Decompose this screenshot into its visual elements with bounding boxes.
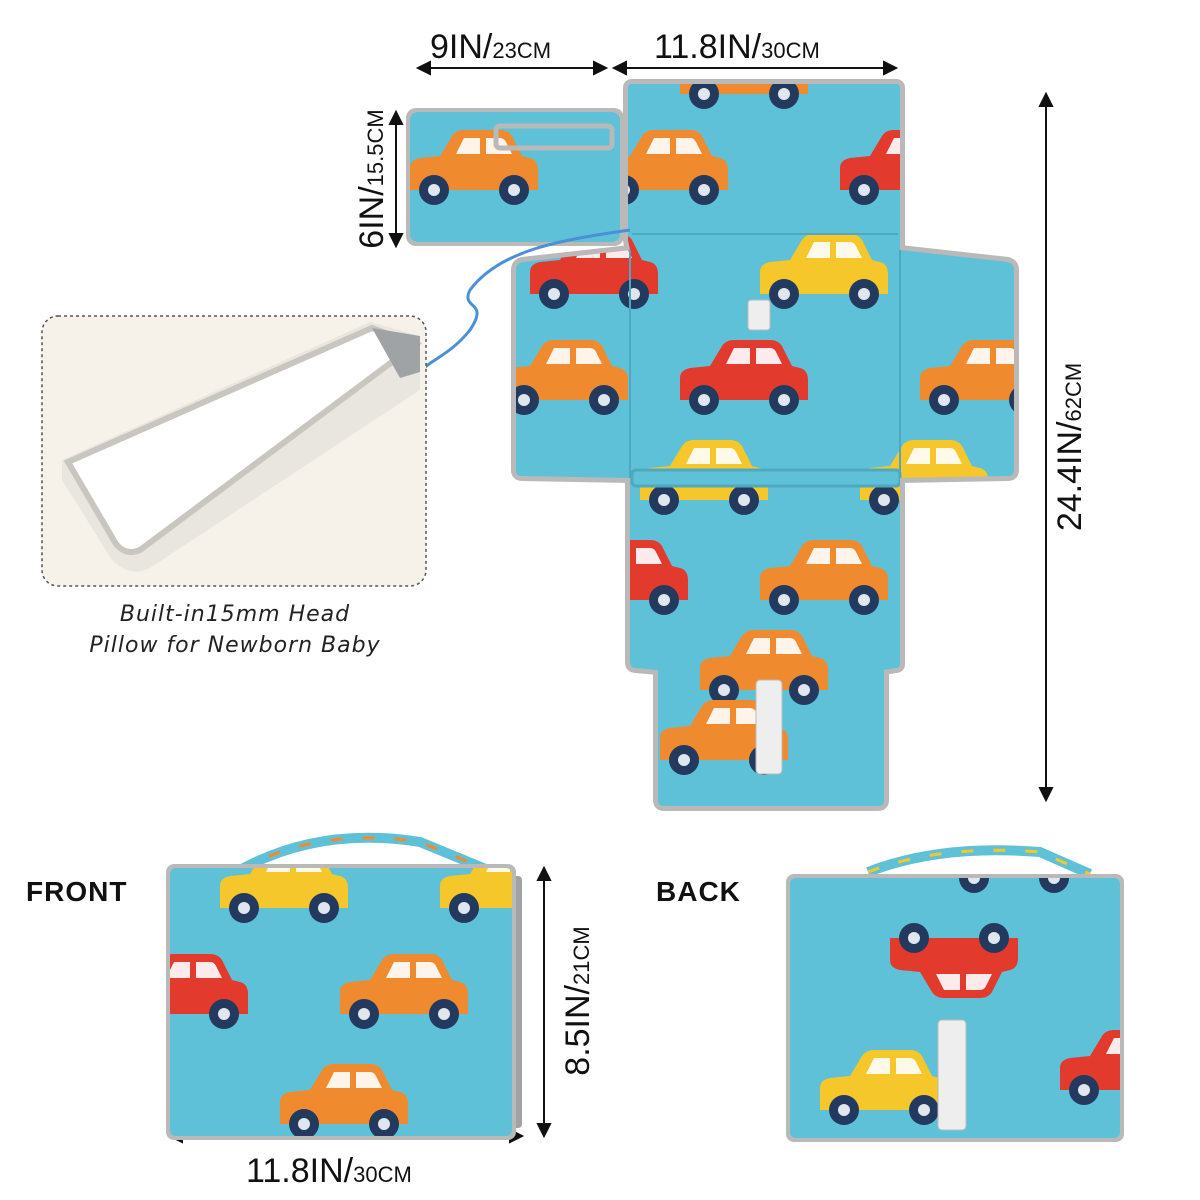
pointer-arrow — [418, 228, 631, 374]
dim-mat-height: 24.4IN/62CM — [1051, 317, 1089, 577]
dim-unit: 62CM — [1061, 362, 1086, 422]
dim-folded-width: 11.8IN/30CM — [246, 1154, 412, 1188]
folded-back-view — [786, 845, 1124, 1142]
dim-unit: 23CM — [492, 38, 552, 63]
dim-folded-height: 8.5IN/21CM — [559, 891, 597, 1111]
dim-unit: 30CM — [761, 38, 820, 63]
front-label: FRONT — [26, 876, 128, 907]
back-tab — [937, 1019, 967, 1131]
velcro-tab — [747, 299, 771, 331]
pillow-caption-line-2: Pillow for Newborn Baby — [89, 632, 381, 658]
head-pillow-flap — [406, 108, 624, 246]
bottom-tab — [755, 679, 783, 775]
dim-mat-width: 11.8IN/30CM — [654, 30, 820, 64]
safety-belt — [630, 468, 902, 488]
folded-front-view — [166, 832, 522, 1140]
dim-main: 11.8IN/ — [654, 28, 762, 66]
dim-main: 8.5IN/ — [559, 984, 597, 1076]
pillow-caption-line-1: Built-in15mm Head — [119, 602, 351, 627]
dim-main: 24.4IN/ — [1051, 421, 1089, 532]
dim-main: 11.8IN/ — [246, 1152, 354, 1190]
dim-unit: 21CM — [569, 926, 594, 985]
pillow-closeup-photo — [41, 315, 427, 587]
dim-main: 6IN/ — [353, 186, 391, 249]
dim-unit: 30CM — [353, 1162, 412, 1187]
dim-flap-height: 6IN/15.5CM — [353, 89, 391, 269]
flap-strap — [493, 123, 615, 151]
back-label: BACK — [656, 876, 741, 907]
dimension-lines — [167, 60, 1054, 1144]
dim-flap-width: 9IN/23CM — [430, 30, 551, 64]
dim-main: 9IN/ — [430, 28, 493, 66]
pillow-caption: Built-in15mm Head Pillow for Newborn Bab… — [40, 600, 430, 662]
dim-unit: 15.5CM — [363, 109, 388, 187]
